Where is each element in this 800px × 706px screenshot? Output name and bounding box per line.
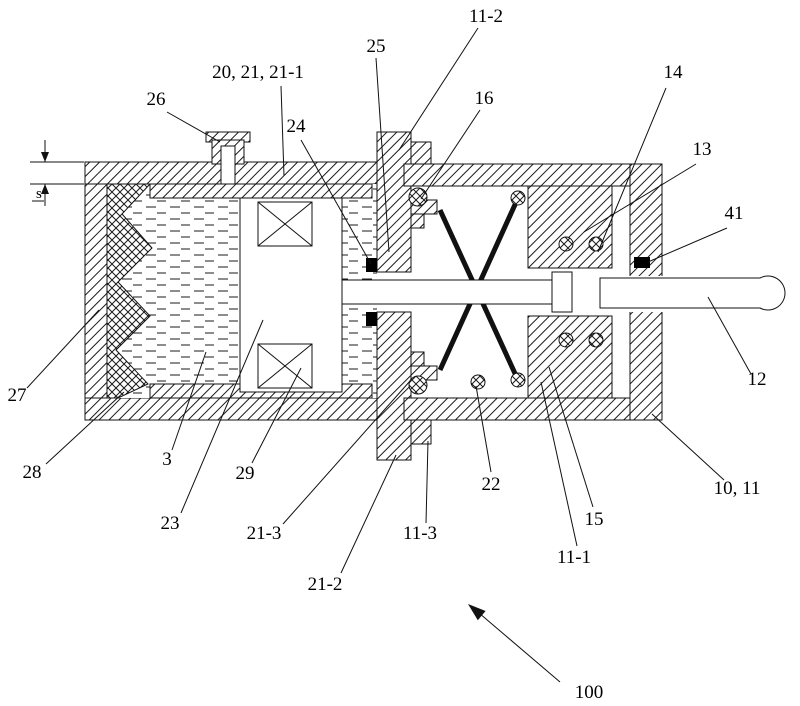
right-housing-top-wall [403,163,663,187]
leader-line [420,109,481,200]
leader-line [475,385,492,473]
leader-line [548,366,594,508]
bearing-ring [558,236,574,252]
right-housing-bottom-wall [403,397,663,421]
output-rod [599,275,786,311]
label-25: 25 [367,36,386,57]
leader-line [707,296,752,375]
pivot-ring [510,190,526,206]
label-21-2: 21-2 [308,574,343,595]
leader-line [597,87,667,253]
coil-box-bottom [257,343,313,389]
leader-lines [26,27,752,574]
figure-reference-arrow [468,604,561,683]
leader-line [540,381,578,547]
leader-line [180,319,264,514]
flange-step-bottom [410,419,432,445]
label-100: 100 [575,682,604,703]
label-29: 29 [236,463,255,484]
dim-arrow-down [41,152,49,162]
dimension-s: s [30,140,84,206]
leader-line [45,391,125,465]
label-11-1: 11-1 [557,547,591,568]
dim-arrow-up [41,184,49,194]
bracket-bottom-step [410,351,425,367]
coil-box-top [257,201,313,247]
stop-notch [634,257,650,268]
label-23: 23 [161,513,180,534]
pivot-ring [510,372,526,388]
label-11-2: 11-2 [469,6,503,27]
bearing-ring [588,332,604,348]
label-16: 16 [475,88,494,109]
partition-upper [376,131,412,273]
piston-rod [341,279,553,305]
label-10-11: 10, 11 [714,478,761,499]
label-27: 27 [8,385,27,406]
leader-line [425,440,429,524]
leader-line [26,309,100,389]
left-housing-top-wall [84,161,405,185]
label-26: 26 [147,89,166,110]
leader-line [340,454,397,574]
label-28: 28 [23,462,42,483]
flange-step-top [410,141,432,165]
left-cylinder-housing [84,131,405,421]
rod-seal-bottom [366,312,377,326]
leader-line [280,85,285,177]
o-ring-bottom [408,375,428,395]
label-11-3: 11-3 [403,523,437,544]
label-20-21-21-1: 20, 21, 21-1 [212,62,304,83]
guide-block-upper [527,185,613,269]
label-s: s [36,186,42,202]
leader-line [647,227,728,263]
elastic-seal-block [106,183,153,399]
leader-line [583,163,697,233]
reference-labels: 11-2 25 16 14 13 41 12 10, 11 20, 21, 21… [8,6,767,703]
left-housing-left-wall [84,183,108,399]
leader-line [375,57,390,253]
bracket-top-step [410,213,425,229]
leader-line [166,111,221,143]
label-13: 13 [693,139,712,160]
bearing-ring [558,332,574,348]
leader-line [398,27,479,151]
label-12: 12 [748,369,767,390]
left-housing-bottom-wall [84,397,405,421]
leader-line [651,413,725,481]
guide-block [527,185,613,399]
leader-line [282,380,411,525]
label-14: 14 [664,62,684,83]
rod-collar [551,271,573,313]
filler-cap [205,131,251,185]
piston-assembly [239,197,343,393]
label-22: 22 [482,474,501,495]
label-41: 41 [725,203,744,224]
leader-line [171,351,207,451]
label-3: 3 [162,449,172,470]
label-15: 15 [585,509,604,530]
label-21-3: 21-3 [247,523,282,544]
rod-seal-top [366,258,377,272]
pivot-ring [470,374,486,390]
o-ring-top [408,187,428,207]
inner-liner-top [149,183,373,199]
label-24: 24 [287,116,307,137]
piston-rod-group [341,271,786,313]
filler-port [220,145,236,185]
leader-line [251,367,302,464]
leader-line [300,139,372,265]
arrowhead [468,604,486,621]
guide-block-lower [527,315,613,399]
